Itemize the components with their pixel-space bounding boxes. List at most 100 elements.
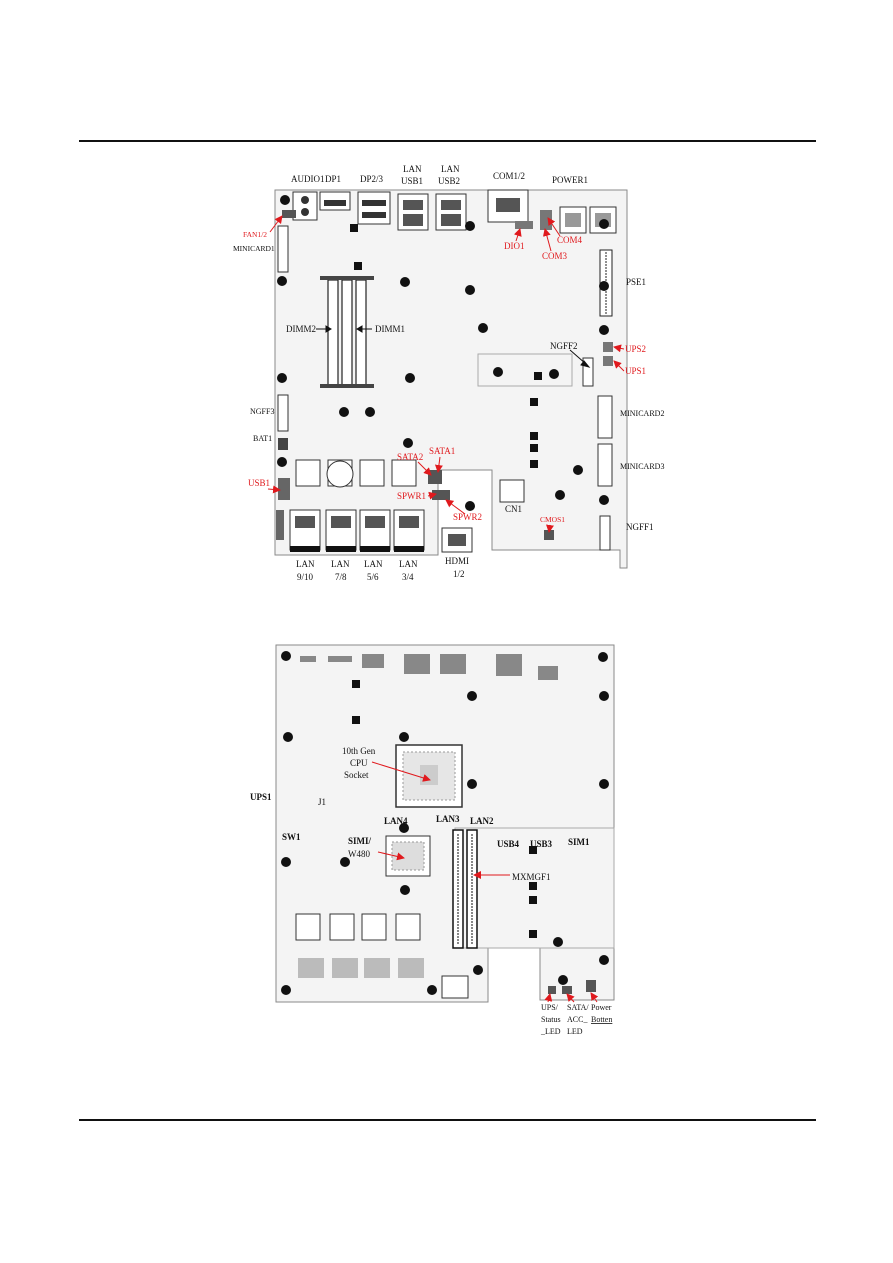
red-callouts: FAN1/2 DIO1 COM4 COM3 UPS2 UPS1 SATA2 SA…: [243, 230, 646, 524]
minicard1-slot: [277, 225, 289, 273]
label-sata-led-3: LED: [567, 1027, 583, 1036]
label-lan-usb1-b: USB1: [401, 176, 423, 186]
label-bat1: BAT1: [253, 434, 272, 443]
callout-sata1: SATA1: [429, 446, 455, 456]
callout-ups1: UPS1: [625, 366, 646, 376]
spwr-headers: [432, 490, 450, 500]
label-lan34-a: LAN: [399, 559, 418, 569]
top-mounting-holes: [277, 195, 609, 511]
hdmi-connector: [441, 527, 473, 553]
lan-row: [289, 509, 425, 552]
label-lan-usb2-a: LAN: [441, 164, 460, 174]
label-hdmi-a: HDMI: [445, 556, 469, 566]
label-dimm1: DIMM1: [375, 324, 405, 334]
dp23-connector: [357, 191, 391, 225]
callout-spwr1: SPWR1: [397, 491, 426, 501]
label-dimm2: DIMM2: [286, 324, 316, 334]
usb1-header: [278, 478, 290, 500]
pch-chip: [385, 835, 431, 877]
label-ngff3: NGFF3: [250, 407, 274, 416]
label-ngff1: NGFF1: [626, 522, 654, 532]
chip-3: [359, 459, 385, 487]
label-dp23: DP2/3: [360, 174, 384, 184]
label-lan56-b: 5/6: [367, 572, 379, 582]
label-lan-usb1-a: LAN: [403, 164, 422, 174]
ngff3-slot: [277, 394, 289, 432]
bottom-labels: 10th Gen CPU Socket UPS1 J1 SW1 LAN4 LAN…: [250, 746, 612, 1036]
label-ups-led-3: _LED: [540, 1027, 561, 1036]
label-cn1: CN1: [505, 504, 522, 514]
callout-com3: COM3: [542, 251, 568, 261]
label-lan-usb2-b: USB2: [438, 176, 460, 186]
audio-connector: [292, 191, 318, 221]
label-lan56-a: LAN: [364, 559, 383, 569]
label-ups-led-2: Status: [541, 1015, 561, 1024]
label-sw1: SW1: [282, 832, 301, 842]
ngff1-slot: [599, 515, 611, 551]
label-usb4: USB4: [497, 839, 520, 849]
callout-ups2: UPS2: [625, 344, 646, 354]
callout-com4: COM4: [557, 235, 583, 245]
ngff2-slot: [582, 357, 594, 387]
label-ups1-bottom: UPS1: [250, 792, 272, 802]
callout-usb1: USB1: [248, 478, 270, 488]
label-power-2: Botten: [591, 1015, 612, 1024]
bat1: [278, 438, 288, 450]
callout-fan12: FAN1/2: [243, 230, 267, 239]
callout-dio1: DIO1: [504, 241, 525, 251]
dimm-latch-bottom: [320, 384, 374, 388]
dp1-connector: [319, 191, 351, 211]
label-dp1: DP1: [325, 174, 341, 184]
label-power1: POWER1: [552, 175, 588, 185]
label-ups-led-1: UPS/: [541, 1003, 559, 1012]
callout-cmos1: CMOS1: [540, 515, 565, 524]
mxm-slot: [452, 829, 478, 949]
label-pse1: PSE1: [626, 277, 646, 287]
lan-usb1-connector: [397, 193, 429, 231]
label-sata-led-1: SATA/: [567, 1003, 589, 1012]
battery-round: [326, 460, 354, 488]
top-board: [274, 189, 628, 569]
cn1-connector: [499, 479, 525, 503]
label-minicard1: MINICARD1: [233, 244, 275, 253]
label-lan3: LAN3: [436, 814, 460, 824]
label-lan34-b: 3/4: [402, 572, 414, 582]
dio1-header: [515, 221, 533, 229]
dimm-latch-top: [320, 276, 374, 280]
minicard3-slot: [597, 443, 613, 487]
minicard2-slot: [597, 395, 613, 439]
ups2-header: [603, 342, 613, 352]
chip-1: [295, 459, 321, 487]
label-w480: W480: [348, 849, 370, 859]
label-sim1: SIM1: [568, 837, 590, 847]
com12-connector: [487, 189, 529, 223]
bottom-chips: [295, 913, 469, 999]
label-com12: COM1/2: [493, 171, 525, 181]
label-audio1: AUDIO1: [291, 174, 325, 184]
lan-usb2-connector: [435, 193, 467, 231]
ngff2-area: [477, 353, 573, 387]
dimm-arrows: [316, 325, 591, 368]
label-cpu-1: 10th Gen: [342, 746, 376, 756]
label-lan78-b: 7/8: [335, 572, 347, 582]
cpu-socket: [395, 744, 463, 808]
ups1-header: [603, 356, 613, 366]
red-arrows: [267, 215, 625, 533]
top-square-pads: [350, 224, 542, 468]
com34-header: [540, 210, 552, 230]
label-usb3: USB3: [530, 839, 553, 849]
label-cpu-3: Socket: [344, 770, 369, 780]
label-simi: SIMI/: [348, 836, 372, 846]
top-labels: AUDIO1 DP1 DP2/3 LAN USB1 LAN USB2 COM1/…: [233, 164, 664, 582]
label-sata-led-2: ACC_: [567, 1015, 588, 1024]
bottom-lan-backside: [298, 958, 424, 978]
label-lan910-b: 9/10: [297, 572, 314, 582]
bottom-mounting-holes: [281, 651, 609, 995]
label-ngff2: NGFF2: [550, 341, 578, 351]
dimm1-slot: [341, 279, 353, 386]
callout-spwr2: SPWR2: [453, 512, 482, 522]
label-lan2: LAN2: [470, 816, 494, 826]
sata-headers: [428, 470, 442, 484]
bottom-square-pads: [352, 680, 537, 938]
